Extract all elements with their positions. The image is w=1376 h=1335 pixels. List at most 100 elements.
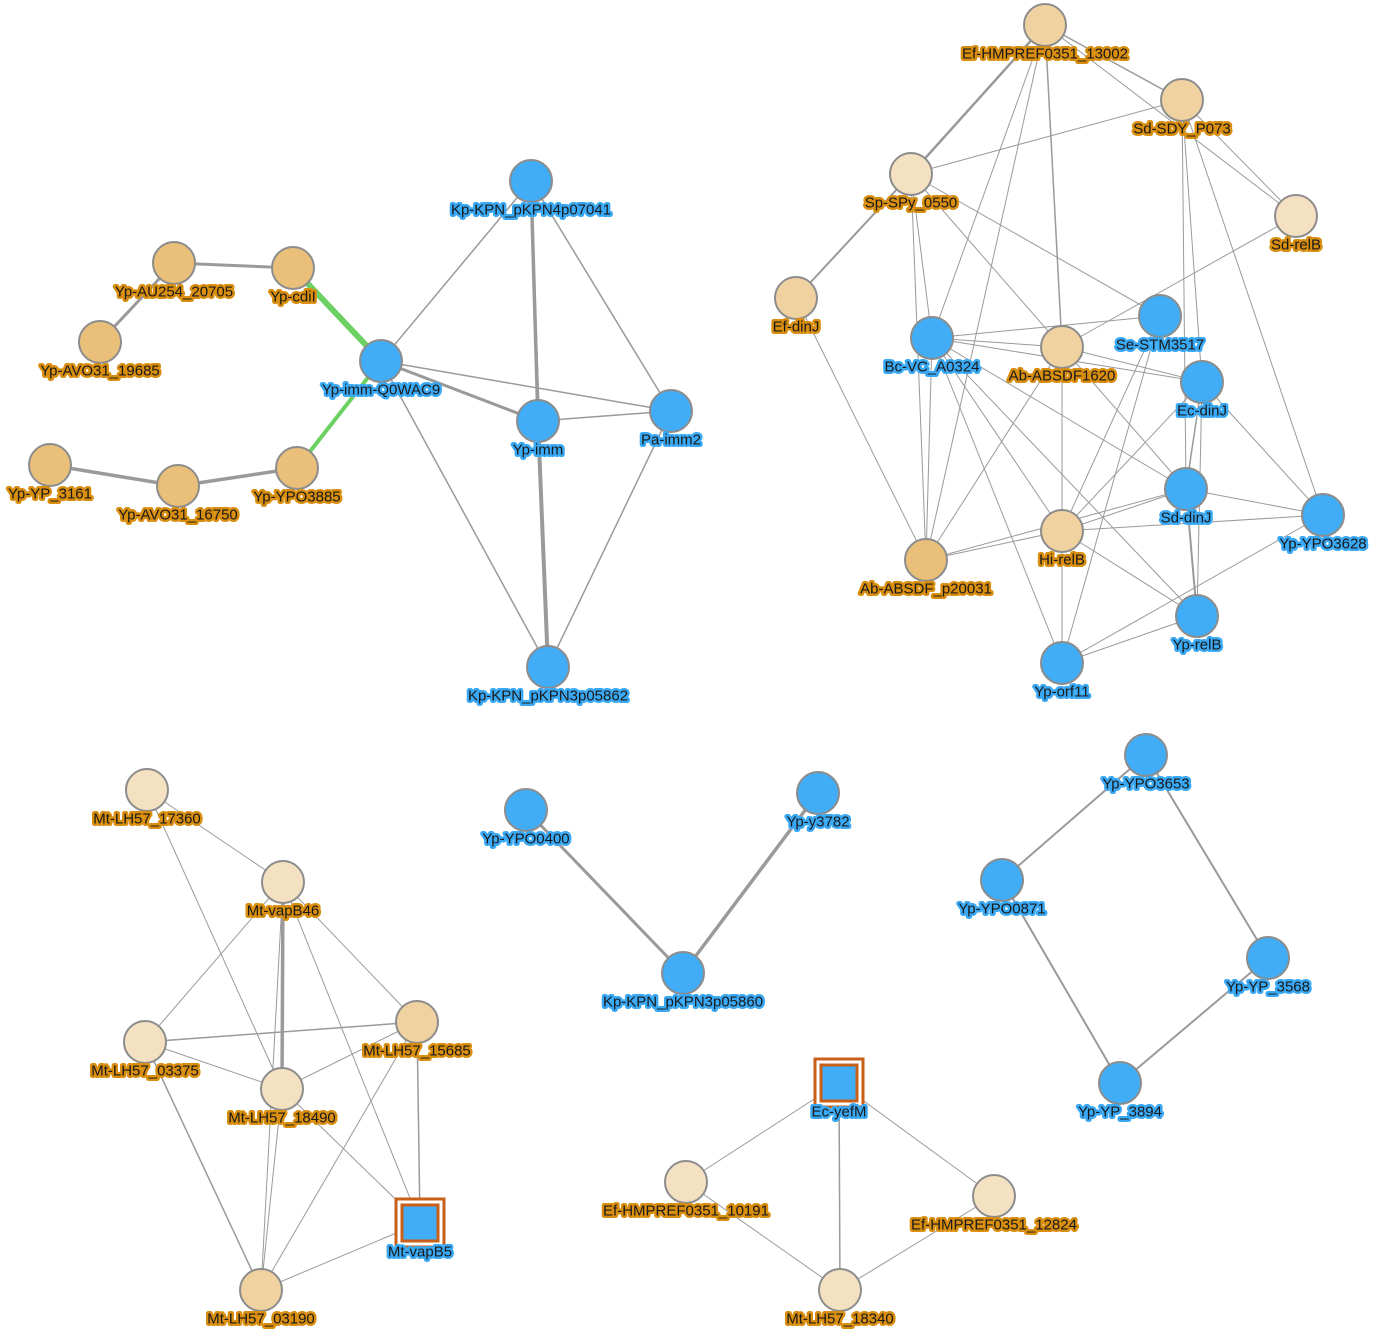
node-bc-vc-a0324[interactable]: [910, 316, 954, 360]
edge-mt-vapb46-to-mt-lh57-03375: [144, 881, 284, 1043]
node-yp-cdii[interactable]: [271, 246, 315, 290]
node-label-ec-dinj: Ec-dinJ: [1177, 403, 1227, 420]
node-circle: [526, 645, 570, 689]
edge-ef-hmpref0351-10191-to-mt-lh57-18340: [685, 1181, 841, 1291]
node-mt-vapb46[interactable]: [261, 860, 305, 904]
edge-mt-lh57-17360-to-mt-lh57-18490: [146, 789, 283, 1090]
node-ef-hmpref0351-13002[interactable]: [1023, 3, 1067, 47]
node-circle: [1246, 936, 1290, 980]
node-label-sd-dinj: Sd-dinJ: [1161, 510, 1212, 527]
node-yp-yp-3894[interactable]: [1098, 1061, 1142, 1105]
node-ef-hmpref0351-10191[interactable]: [664, 1160, 708, 1204]
node-yp-ypo3885[interactable]: [275, 446, 319, 490]
edge-bc-vc-a0324-to-hi-relb: [931, 337, 1063, 532]
node-mt-lh57-03375[interactable]: [123, 1020, 167, 1064]
node-yp-ypo0871[interactable]: [980, 858, 1024, 902]
edge-mt-lh57-18490-to-mt-lh57-03190: [260, 1088, 283, 1291]
node-circle: [1180, 360, 1224, 404]
edge-mt-lh57-15685-to-mt-vapb5: [416, 1021, 421, 1224]
node-kp-kpn-pkpn3p05860[interactable]: [661, 951, 705, 995]
node-label-yp-yp-3161: Yp-YP_3161: [8, 486, 92, 503]
node-yp-y3782[interactable]: [796, 771, 840, 815]
node-ec-dinj[interactable]: [1180, 360, 1224, 404]
node-label-ab-absdf1620: Ab-ABSDF1620: [1009, 368, 1116, 385]
edge-yp-ypo3885-to-yp-imm-q0wac9: [295, 359, 383, 470]
node-circle: [78, 320, 122, 364]
node-yp-relb[interactable]: [1175, 594, 1219, 638]
node-label-sp-spy-0550: Sp-SPy_0550: [865, 195, 958, 212]
node-ab-absdf1620[interactable]: [1040, 325, 1084, 369]
node-circle: [1160, 78, 1204, 122]
node-circle: [1175, 594, 1219, 638]
node-sd-relb[interactable]: [1274, 194, 1318, 238]
node-yp-avo31-16750[interactable]: [156, 464, 200, 508]
edge-mt-lh57-15685-to-mt-lh57-18490: [281, 1021, 418, 1090]
node-kp-kpn-pkpn4p07041[interactable]: [509, 159, 553, 203]
node-label-ef-hmpref0351-12824: Ef-HMPREF0351_12824: [911, 1217, 1077, 1234]
node-circle: [774, 276, 818, 320]
node-label-kp-kpn-pkpn3p05860: Kp-KPN_pKPN3p05860: [603, 994, 763, 1011]
edge-mt-vapb46-to-mt-lh57-18490: [280, 880, 285, 1091]
node-sp-spy-0550[interactable]: [889, 152, 933, 196]
node-hi-relb[interactable]: [1040, 509, 1084, 553]
node-pa-imm2[interactable]: [649, 389, 693, 433]
node-yp-au254-20705[interactable]: [152, 241, 196, 285]
node-yp-yp-3161[interactable]: [28, 443, 72, 487]
node-square: [819, 1063, 859, 1103]
node-mt-lh57-17360[interactable]: [125, 768, 169, 812]
node-label-ef-dinj: Ef-dinJ: [773, 319, 820, 336]
node-sd-sdy-p073[interactable]: [1160, 78, 1204, 122]
edge-yp-imm-to-pa-imm2: [537, 410, 672, 422]
edge-bc-vc-a0324-to-yp-relb: [931, 337, 1198, 617]
edge-ef-hmpref0351-13002-to-ab-absdf-p20031: [925, 24, 1046, 561]
node-yp-imm[interactable]: [516, 399, 560, 443]
node-label-sd-sdy-p073: Sd-SDY_P073: [1133, 121, 1231, 138]
node-circle: [271, 246, 315, 290]
node-circle: [1274, 194, 1318, 238]
edge-sd-sdy-p073-to-sd-relb: [1181, 99, 1297, 217]
node-ec-yefm[interactable]: [813, 1057, 865, 1109]
edge-ef-hmpref0351-13002-to-sp-spy-0550: [909, 23, 1047, 176]
node-yp-ypo3653[interactable]: [1124, 733, 1168, 777]
node-circle: [1098, 1061, 1142, 1105]
edge-kp-kpn-pkpn4p07041-to-pa-imm2: [530, 180, 672, 412]
node-label-ef-hmpref0351-10191: Ef-HMPREF0351_10191: [603, 1203, 769, 1220]
node-yp-ypo0400[interactable]: [504, 788, 548, 832]
node-label-sd-relb: Sd-relB: [1271, 237, 1321, 254]
node-mt-vapb5[interactable]: [394, 1197, 446, 1249]
edge-mt-lh57-03375-to-mt-lh57-15685: [144, 1021, 418, 1043]
node-label-ab-absdf-p20031: Ab-ABSDF_p20031: [860, 581, 992, 598]
node-ab-absdf-p20031[interactable]: [904, 538, 948, 582]
node-ef-hmpref0351-12824[interactable]: [972, 1174, 1016, 1218]
node-sd-dinj[interactable]: [1164, 467, 1208, 511]
node-circle: [664, 1160, 708, 1204]
edge-yp-imm-q0wac9-to-yp-imm: [379, 359, 540, 423]
node-mt-lh57-15685[interactable]: [395, 1000, 439, 1044]
node-se-stm3517[interactable]: [1138, 294, 1182, 338]
node-circle: [275, 446, 319, 490]
node-yp-avo31-19685[interactable]: [78, 320, 122, 364]
edge-yp-ypo0400-to-kp-kpn-pkpn3p05860: [524, 808, 685, 975]
edge-mt-vapb46-to-mt-lh57-15685: [282, 881, 418, 1023]
node-yp-yp-3568[interactable]: [1246, 936, 1290, 980]
node-mt-lh57-03190[interactable]: [239, 1268, 283, 1312]
edge-bc-vc-a0324-to-se-stm3517: [931, 315, 1161, 339]
node-circle: [395, 1000, 439, 1044]
node-circle: [661, 951, 705, 995]
node-circle: [1301, 493, 1345, 537]
edge-sd-sdy-p073-to-sd-dinj: [1181, 99, 1187, 490]
node-mt-lh57-18340[interactable]: [818, 1268, 862, 1312]
node-mt-lh57-18490[interactable]: [260, 1067, 304, 1111]
node-yp-imm-q0wac9[interactable]: [359, 339, 403, 383]
node-kp-kpn-pkpn3p05862[interactable]: [526, 645, 570, 689]
node-yp-orf11[interactable]: [1040, 641, 1084, 685]
node-yp-ypo3628[interactable]: [1301, 493, 1345, 537]
node-label-yp-ypo0871: Yp-YPO0871: [958, 901, 1045, 918]
node-label-bc-vc-a0324: Bc-VC_A0324: [884, 359, 979, 376]
node-label-mt-lh57-18490: Mt-LH57_18490: [228, 1110, 336, 1127]
node-label-yp-orf11: Yp-orf11: [1034, 684, 1089, 701]
node-circle: [123, 1020, 167, 1064]
node-circle: [28, 443, 72, 487]
node-ef-dinj[interactable]: [774, 276, 818, 320]
